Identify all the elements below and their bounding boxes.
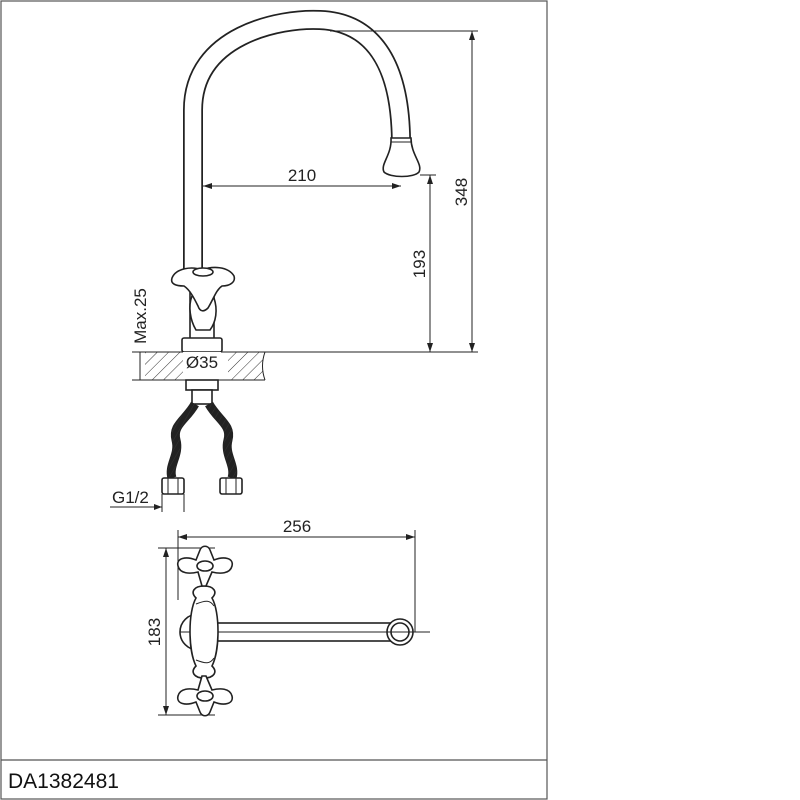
dimension-hole-diameter: Ø35 (183, 352, 221, 372)
dimension-348-label: 348 (452, 178, 471, 206)
faucet-side-view: 348 193 210 Max.25 Ø35 (110, 9, 478, 512)
dimension-g12-label: G1/2 (112, 488, 149, 507)
countertop-section (142, 351, 478, 381)
dimension-connection: G1/2 (110, 488, 185, 512)
upper-cross-handle (176, 545, 234, 587)
dimension-total-height: 348 (330, 30, 478, 352)
mixer-body (170, 266, 236, 353)
dimension-d35-label: Ø35 (186, 353, 218, 372)
dimension-183-label: 183 (145, 618, 164, 646)
dimension-plan-length: 256 (177, 517, 416, 632)
supply-hoses (161, 379, 243, 495)
dimension-plan-width: 183 (145, 547, 215, 716)
faucet-top-view: 256 183 (145, 517, 430, 717)
dimension-210-label: 210 (288, 166, 316, 185)
dimension-256-label: 256 (283, 517, 311, 536)
dimension-spout-height: 193 (410, 174, 436, 352)
product-code: DA1382481 (8, 770, 119, 793)
mixer-body-top (189, 585, 219, 679)
dimension-max25-label: Max.25 (131, 288, 150, 344)
lower-cross-handle (176, 675, 234, 717)
drawing-frame (0, 0, 548, 800)
dimension-max-deck: Max.25 (131, 288, 150, 381)
dimension-193-label: 193 (410, 250, 429, 278)
dimension-spout-reach: 210 (203, 166, 401, 189)
gooseneck-spout (183, 9, 421, 272)
